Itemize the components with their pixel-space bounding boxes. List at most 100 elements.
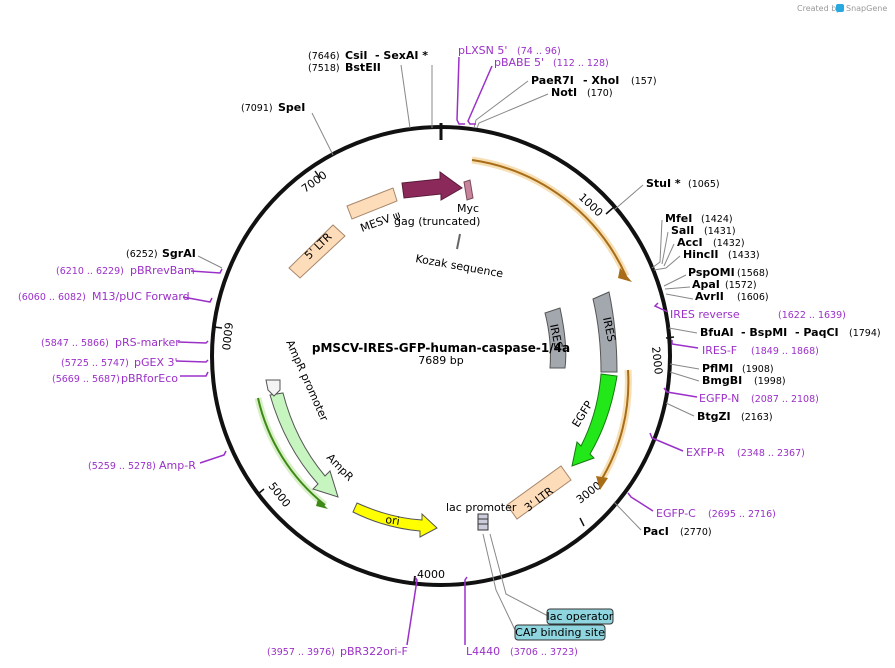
egfp-c-primer[interactable]: EGFP-C xyxy=(656,507,696,520)
noti-site[interactable]: NotI xyxy=(551,86,577,99)
ruler-tick xyxy=(257,488,265,495)
primer-leader xyxy=(175,359,209,363)
acci-pos: (1432) xyxy=(713,238,745,249)
avrii-pos: (1606) xyxy=(737,292,769,303)
ires-outer-label: IRES xyxy=(600,316,618,343)
mfei-site[interactable]: MfeI xyxy=(665,212,692,225)
stui-site[interactable]: StuI * xyxy=(646,177,681,190)
ampr-promoter-feature[interactable] xyxy=(265,379,281,397)
primer-leader xyxy=(649,432,684,452)
ruler-6000: 6000 xyxy=(219,322,235,351)
avrii-site[interactable]: AvrII xyxy=(695,290,724,303)
apai-site[interactable]: ApaI xyxy=(692,278,720,291)
pspomi-site[interactable]: PspOMI xyxy=(688,266,735,279)
ori-feature[interactable] xyxy=(352,502,438,538)
ires-f-pos: (1849 .. 1868) xyxy=(751,346,819,357)
ires-outer-feature[interactable] xyxy=(592,291,618,373)
prs-primer[interactable]: pRS-marker xyxy=(115,336,180,349)
pgex-primer[interactable]: pGEX 3' xyxy=(134,356,178,369)
orf-arcs xyxy=(254,156,632,509)
pfimi-site[interactable]: PflMI xyxy=(702,362,733,375)
ampr-feature[interactable] xyxy=(269,392,339,498)
ruler-2000: 2000 xyxy=(649,346,665,375)
csii-pos: (7646) xyxy=(308,51,340,62)
bmgbi-site[interactable]: BmgBI xyxy=(702,374,742,387)
primer-leader xyxy=(199,450,227,464)
myc-feature[interactable] xyxy=(463,179,474,201)
ires-inner-feature[interactable] xyxy=(544,307,567,369)
myc-label: Myc xyxy=(457,202,479,215)
bfuai-site[interactable]: BfuAI xyxy=(700,326,734,339)
spei-pos: (7091) xyxy=(241,103,273,114)
m13-primer[interactable]: M13/pUC Forward xyxy=(92,290,190,303)
gag-feature[interactable] xyxy=(401,171,463,201)
pbrrev-primer[interactable]: pBRrevBam xyxy=(130,264,195,277)
ltr5-feature[interactable] xyxy=(288,224,346,279)
kozak-label: Kozak sequence xyxy=(414,252,504,280)
bsteii-site[interactable]: BstEII xyxy=(345,61,381,74)
cap-badge[interactable] xyxy=(514,624,606,641)
leader-line xyxy=(613,501,642,531)
pbrfor-primer[interactable]: pBRforEco xyxy=(121,372,178,385)
primer-leader xyxy=(464,576,468,645)
exfp-r-pos: (2348 .. 2367) xyxy=(737,448,805,459)
xhoi-site[interactable]: - XhoI xyxy=(583,74,619,87)
primer-leader xyxy=(182,296,213,303)
pspomi-pos: (1568) xyxy=(737,268,769,279)
lac-promoter-label: lac promoter xyxy=(446,501,517,514)
kozak-feature[interactable] xyxy=(456,233,461,250)
spei-site[interactable]: SpeI xyxy=(278,101,305,114)
btgzi-site[interactable]: BtgZI xyxy=(697,410,731,423)
paci-site[interactable]: PacI xyxy=(643,525,669,538)
egfp-feature[interactable] xyxy=(571,373,618,467)
mesv-feature[interactable] xyxy=(346,187,398,220)
hincii-site[interactable]: HincII xyxy=(683,248,719,261)
orf-arc-orange xyxy=(471,159,627,277)
ires-f-primer[interactable]: IRES-F xyxy=(702,344,737,357)
acci-site[interactable]: AccI xyxy=(677,236,703,249)
lac-operator-label: lac operator xyxy=(547,610,614,623)
sexai-site[interactable]: - SexAI * xyxy=(375,49,428,62)
primer-leader xyxy=(190,268,223,274)
pbr322-pos: (3957 .. 3976) xyxy=(267,647,335,658)
paqci-site[interactable]: - PaqCI xyxy=(795,326,839,339)
stui-pos: (1065) xyxy=(688,179,720,190)
ires-rev-pos: (1622 .. 1639) xyxy=(778,310,846,321)
ires-rev-primer[interactable]: IRES reverse xyxy=(670,308,740,321)
ampr-r-primer[interactable]: Amp-R xyxy=(159,459,196,472)
pbr322-primer[interactable]: pBR322ori-F xyxy=(340,645,408,658)
egfp-n-primer[interactable]: EGFP-N xyxy=(699,392,739,405)
l4440-pos: (3706 .. 3723) xyxy=(510,647,578,658)
ori-label: ori xyxy=(385,513,401,528)
csii-site[interactable]: CsiI xyxy=(345,49,367,62)
egfp-c-pos: (2695 .. 2716) xyxy=(708,509,776,520)
leader-line xyxy=(669,371,700,382)
pbabe-primer[interactable]: pBABE 5' xyxy=(494,56,544,69)
primer-leader xyxy=(177,340,209,344)
primer-leader xyxy=(627,492,654,512)
exfp-r-primer[interactable]: EXFP-R xyxy=(686,446,725,459)
orf-arc-orange-2 xyxy=(599,369,630,483)
btgzi-pos: (2163) xyxy=(741,412,773,423)
sgrai-site[interactable]: SgrAI xyxy=(162,247,196,260)
leader-line xyxy=(197,255,223,269)
paci-pos: (2770) xyxy=(680,527,712,538)
primer-leader xyxy=(406,576,418,646)
leader-line xyxy=(664,286,691,290)
bspmi-site[interactable]: - BspMI xyxy=(741,326,787,339)
lac-operator-badge[interactable] xyxy=(546,608,614,625)
plxsn-primer[interactable]: pLXSN 5' xyxy=(458,44,507,57)
mfei-pos: (1424) xyxy=(701,214,733,225)
l4440-primer[interactable]: L4440 xyxy=(466,645,500,658)
leader-line xyxy=(663,243,675,267)
ruler-tick xyxy=(213,326,223,329)
noti-pos: (170) xyxy=(587,88,613,99)
lac-promoter-feature[interactable] xyxy=(477,513,489,531)
paer7i-site[interactable]: PaeR7I xyxy=(531,74,574,87)
restriction-sites: (7646) CsiI - SexAI * (7518) BstEII (709… xyxy=(126,49,881,538)
leader-line xyxy=(669,363,700,370)
leader-line xyxy=(663,274,687,287)
orf-arc-halo xyxy=(471,156,630,278)
sali-site[interactable]: SalI xyxy=(671,224,694,237)
ltr3-feature[interactable] xyxy=(506,465,572,520)
